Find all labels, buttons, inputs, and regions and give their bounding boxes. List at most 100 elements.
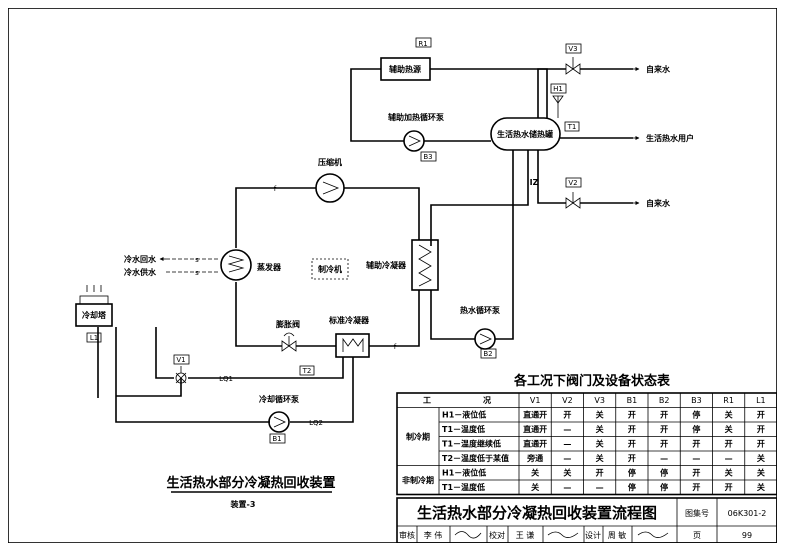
std-condenser <box>335 333 370 358</box>
atlas-label: 图集号 <box>685 508 709 518</box>
page-number: 99 <box>742 531 752 540</box>
state-table-cell: — <box>563 440 571 449</box>
state-table-cell: — <box>563 483 571 492</box>
state-table-cell: 关 <box>596 424 604 434</box>
h1-level-icon <box>552 95 564 104</box>
evaporator <box>220 249 252 281</box>
std-condenser-coil-icon <box>342 337 364 352</box>
line-mark-lq1: LQ1 <box>219 375 233 383</box>
hot-water-pump <box>474 328 496 350</box>
state-table-header-cell: R1 <box>723 396 734 405</box>
state-table-cell: 开 <box>725 440 733 449</box>
v3-valve-icon <box>565 63 581 75</box>
checker-signature-icon <box>547 531 579 538</box>
state-table-group-label: 制冷期 <box>406 432 430 442</box>
storage-tank-label: 生活热水储热罐 <box>497 129 553 139</box>
state-table-header-cell: B3 <box>691 396 702 405</box>
v1-tag <box>173 354 190 365</box>
v2-tag-label: V2 <box>568 179 577 187</box>
l1-tag <box>86 332 102 343</box>
state-table-cell: 关 <box>563 468 571 478</box>
state-table-header-cell: 工 <box>423 396 431 405</box>
line-mark-f1: f <box>274 185 277 193</box>
chilled-supply-label: 冷水供水 <box>124 267 157 277</box>
design-label: 设计 <box>585 530 601 540</box>
cooling-pump-arrow-icon <box>273 416 286 428</box>
state-table-cell: 停 <box>628 482 636 492</box>
page-label: 页 <box>693 531 701 540</box>
t1-tag <box>564 121 580 132</box>
state-table-cell: — <box>725 454 733 463</box>
state-table-cell: 停 <box>628 468 636 478</box>
state-table-cell: 开 <box>660 425 668 434</box>
state-table-cell: 开 <box>660 411 668 420</box>
cooling-pump <box>268 411 290 433</box>
chilled-water-pipe <box>166 258 220 273</box>
state-table-header-cell: L1 <box>756 396 766 405</box>
aux-heat-pump-arrow-icon <box>408 135 421 147</box>
b1-tag <box>269 433 286 444</box>
hot-water-user-label: 生活热水用户 <box>646 133 694 143</box>
r1-tag-label: R1 <box>418 40 427 48</box>
compressor <box>315 173 345 203</box>
r1-tag <box>415 37 432 48</box>
expansion-valve-icon <box>281 340 297 352</box>
state-table-cell: 关 <box>596 453 604 463</box>
review-label: 审核 <box>399 530 415 540</box>
reviewer-name: 李 伟 <box>424 530 443 540</box>
v2-tag <box>565 177 582 188</box>
designer-signature-icon <box>637 531 669 538</box>
aux-condenser-label: 辅助冷凝器 <box>366 260 407 270</box>
refrigerant-pipe <box>235 187 420 347</box>
state-table-header-cell: V3 <box>594 396 605 405</box>
state-table-cell: 直通开 <box>523 424 547 434</box>
state-table-cell: 开 <box>725 483 733 492</box>
state-table-cell: 关 <box>757 482 765 492</box>
hot-water-pump-arrow-icon <box>479 333 492 345</box>
cooling-water-pipe <box>97 327 354 423</box>
state-table-cell: — <box>660 454 668 463</box>
h1-tag <box>550 83 567 94</box>
t1-tag-label: T1 <box>567 123 577 131</box>
state-table-cell: 关 <box>757 468 765 478</box>
checker-name: 王 谦 <box>516 530 535 540</box>
state-table-cell: 开 <box>596 469 604 478</box>
state-table-cell: 停 <box>660 482 668 492</box>
evaporator-coil-icon <box>227 255 245 273</box>
v3-tag-label: V3 <box>568 45 577 53</box>
b2-tag <box>480 348 497 359</box>
state-table-cell: 开 <box>628 411 636 420</box>
v1-cross-icon <box>175 372 187 384</box>
line-mark-s1: s <box>195 256 199 264</box>
tap-water-bottom-label: 自来水 <box>646 198 671 208</box>
state-table-header-cell: V2 <box>562 396 573 405</box>
state-table-condition: T2－温度低于某值 <box>442 453 509 463</box>
compressor-arrow-icon <box>322 181 340 195</box>
cooling-tower-fan <box>79 295 109 305</box>
state-table-cell: 开 <box>692 440 700 449</box>
state-table-cell: 开 <box>628 440 636 449</box>
state-table-group-label: 非制冷期 <box>402 475 434 485</box>
state-table-cell: 开 <box>628 425 636 434</box>
state-table-cell: 停 <box>692 410 700 420</box>
cooling-tower-label: 冷却塔 <box>82 310 107 320</box>
aux-heat-source-label: 辅助热源 <box>389 64 421 74</box>
atlas-number: 06K301-2 <box>728 509 767 518</box>
state-table-cell: — <box>563 454 571 463</box>
title-block: 生活热水部分冷凝热回收装置流程图 图集号 06K301-2 审核 李 伟 校对 … <box>396 497 778 544</box>
aux-condenser <box>411 239 439 291</box>
b1-tag-label: B1 <box>272 435 281 443</box>
aux-heat-source <box>380 57 431 81</box>
refrigerator-label: 制冷机 <box>318 264 342 274</box>
tank-condenser-pipe <box>430 150 529 340</box>
b3-tag <box>420 151 437 162</box>
state-table-cell: — <box>596 483 604 492</box>
line-mark-f2: f <box>394 343 397 351</box>
tap-water-top-pipe <box>537 68 633 118</box>
expansion-valve-label: 膨胀阀 <box>275 319 300 329</box>
state-table-cell: 开 <box>757 411 765 420</box>
state-table-cell: 开 <box>692 483 700 492</box>
tap-water-top-label: 自来水 <box>646 64 671 74</box>
state-table-cell: 开 <box>563 411 571 420</box>
